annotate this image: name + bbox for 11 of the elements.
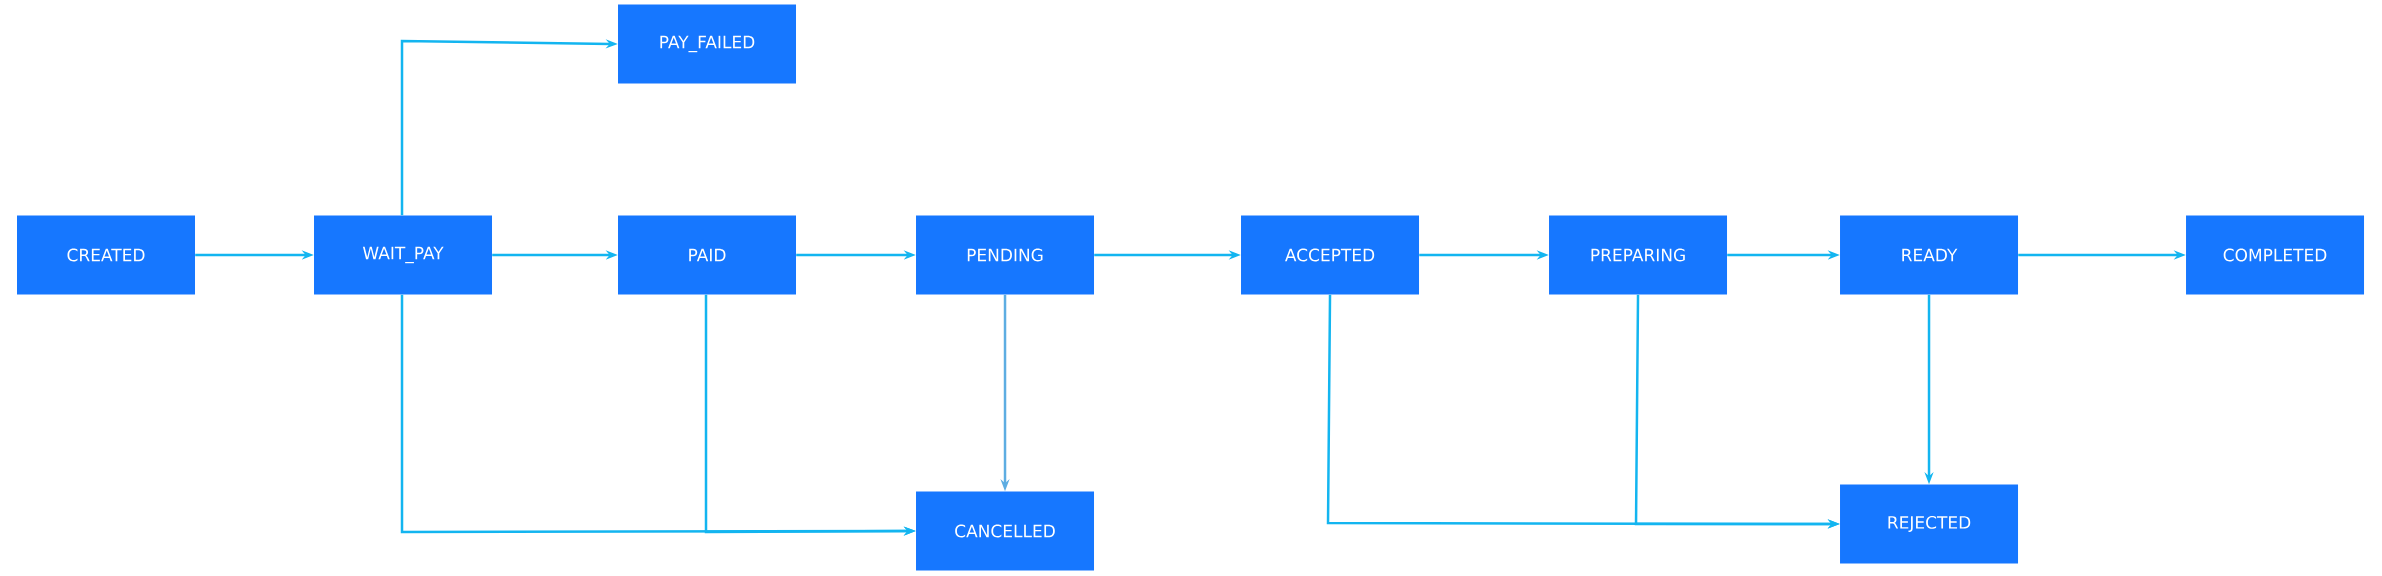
state-box: CREATED <box>17 215 195 295</box>
state-box: READY <box>1840 215 2019 295</box>
state-box: REJECTED <box>1840 484 2019 564</box>
state-box: PREPARING <box>1549 215 1727 295</box>
state-box: PAY_FAILED <box>618 4 796 84</box>
state-box: ACCEPTED <box>1241 215 1419 295</box>
state-box: CANCELLED <box>916 491 1094 571</box>
state-box: PAID <box>618 215 796 295</box>
state-box: WAIT_PAY <box>314 215 492 295</box>
state-box: COMPLETED <box>2186 215 2365 295</box>
state-box: PENDING <box>916 215 1094 295</box>
